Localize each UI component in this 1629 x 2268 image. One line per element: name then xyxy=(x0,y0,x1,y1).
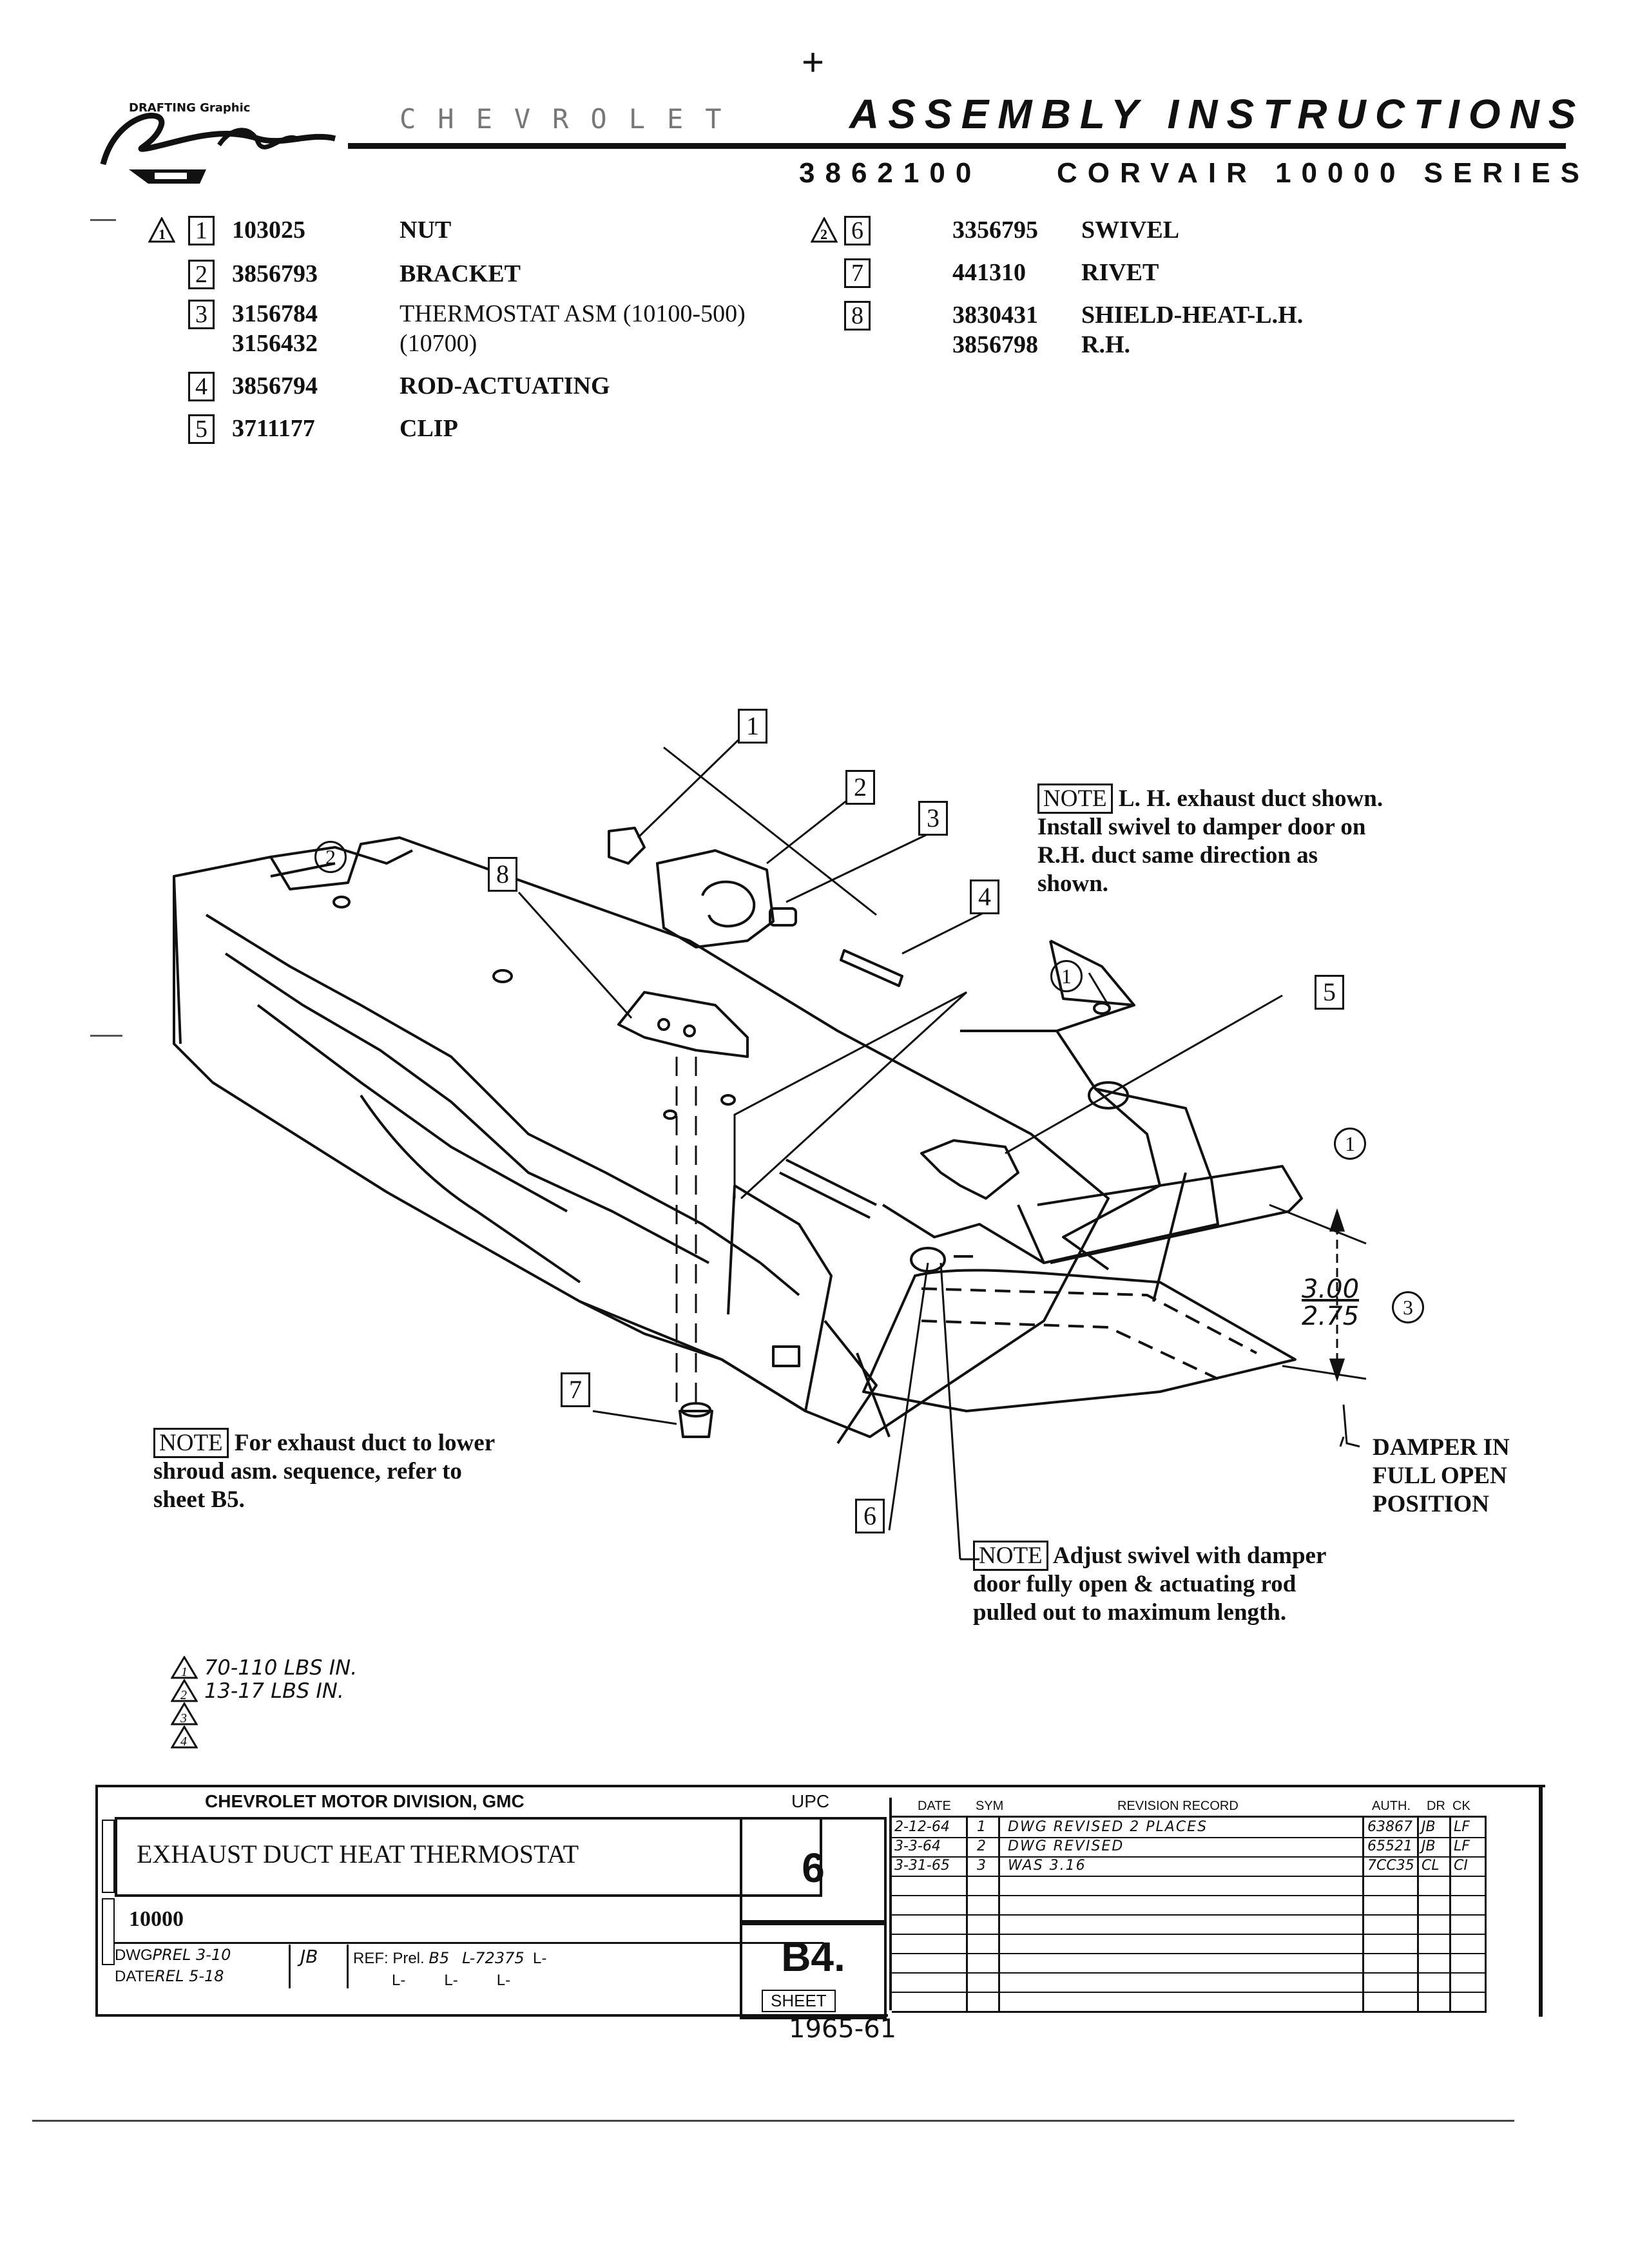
upc-label: UPC xyxy=(791,1791,830,1811)
svg-text:3: 3 xyxy=(180,1711,187,1725)
title-strip xyxy=(102,1820,115,1893)
part-callout-number: 4 xyxy=(188,372,215,401)
part-number-cell: 3356795 xyxy=(952,216,1038,244)
part-description: SHIELD-HEAT-L.H. xyxy=(1081,302,1304,329)
warning-flag-icon: 1 xyxy=(171,1656,198,1679)
note-label: NOTE xyxy=(153,1428,229,1458)
svg-text:1: 1 xyxy=(181,1665,188,1679)
page-title: ASSEMBLY INSTRUCTIONS xyxy=(849,91,1585,137)
part-description: R.H. xyxy=(1081,331,1130,358)
svg-text:1: 1 xyxy=(159,226,166,242)
faint-letterhead: CHEVROLET xyxy=(400,103,744,135)
note-bottom: NOTE Adjust swivel with damper door full… xyxy=(973,1541,1326,1627)
note-label: NOTE xyxy=(1037,783,1113,814)
callout-box-7: 7 xyxy=(561,1372,590,1407)
callout-box-8: 8 xyxy=(488,857,517,892)
part-description: THERMOSTAT ASM (10100-500) xyxy=(400,300,746,327)
series-label: CORVAIR 10000 SERIES xyxy=(1057,157,1590,189)
part-description: NUT xyxy=(400,216,452,244)
header-rule xyxy=(348,143,1566,149)
note-damper: DAMPER IN FULL OPEN POSITION xyxy=(1373,1434,1510,1517)
part-callout-number: 5 xyxy=(188,414,215,444)
model-number: 10000 xyxy=(129,1907,184,1931)
circle-callout: 1 xyxy=(1050,960,1083,992)
revision-record: DATE SYM REVISION RECORD AUTH. DR CK xyxy=(889,1798,1536,2013)
part-callout-number: 1 xyxy=(188,216,215,245)
upc-box: 6 xyxy=(740,1817,887,1925)
dimension-upper: 3.00 xyxy=(1302,1274,1360,1304)
logo-small-text: DRAFTING Graphic xyxy=(129,101,250,115)
part-number-cell: 103025 xyxy=(232,216,305,244)
part-description: BRACKET xyxy=(400,260,521,287)
drafter-initials: JB xyxy=(300,1946,318,1967)
part-number-cell: 3711177 xyxy=(232,415,315,442)
dwg-info: DWGPREL 3-10 DATEREL 5-18 xyxy=(115,1946,231,1985)
graphic-logo: DRAFTING Graphic xyxy=(90,87,361,197)
part-number-cell: 3156432 xyxy=(232,330,318,357)
callout-box-3: 3 xyxy=(918,801,948,836)
margin-mark xyxy=(90,219,116,221)
part-callout-number: 8 xyxy=(844,301,871,331)
part-description: SWIVEL xyxy=(1081,216,1180,244)
note-left: NOTE For exhaust duct to lower shroud as… xyxy=(153,1428,495,1514)
svg-text:4: 4 xyxy=(180,1735,187,1749)
callout-box-1: 1 xyxy=(738,709,767,744)
callout-box-6: 6 xyxy=(855,1499,885,1533)
part-description: ROD-ACTUATING xyxy=(400,372,610,399)
part-number-cell: 3856794 xyxy=(232,372,318,399)
circle-callout: 1 xyxy=(1334,1128,1366,1160)
division-label: CHEVROLET MOTOR DIVISION, GMC xyxy=(205,1791,525,1811)
part-number-cell: 3856793 xyxy=(232,260,318,287)
part-number-cell: 3830431 xyxy=(952,302,1038,329)
sheet-label: SHEET xyxy=(762,1990,836,2012)
part-description: (10700) xyxy=(400,330,477,357)
model-strip xyxy=(102,1898,115,1965)
warning-flag-icon: 1 xyxy=(148,217,175,243)
callout-box-2: 2 xyxy=(845,770,875,805)
part-description: CLIP xyxy=(400,415,458,442)
sheet-box: B4. SHEET xyxy=(740,1920,887,2019)
title-box: EXHAUST DUCT HEAT THERMOSTAT xyxy=(115,1817,822,1897)
part-callout-number: 2 xyxy=(188,260,215,289)
part-callout-number: 3 xyxy=(188,300,215,329)
sheet-number: B4. xyxy=(781,1934,845,1980)
callout-box-4: 4 xyxy=(970,879,999,914)
registration-mark: + xyxy=(802,41,825,84)
warning-flag-icon: 3 xyxy=(171,1702,198,1725)
part-number-cell: 3856798 xyxy=(952,331,1038,358)
part-callout-number: 6 xyxy=(844,216,871,245)
reference: REF: Prel. B5 L-72375 L- L- L- L- xyxy=(353,1949,547,1989)
part-description: RIVET xyxy=(1081,259,1159,286)
warning-flag-icon: 2 xyxy=(811,217,838,243)
page-footer-number: 1965-61 xyxy=(789,2014,897,2044)
drawing-title: EXHAUST DUCT HEAT THERMOSTAT xyxy=(137,1840,579,1869)
upc-value: 6 xyxy=(802,1845,825,1891)
warning-flag-icon: 2 xyxy=(171,1679,198,1702)
part-number-cell: 441310 xyxy=(952,259,1026,286)
title-block: CHEVROLET MOTOR DIVISION, GMC UPC EXHAUS… xyxy=(95,1785,1545,2019)
margin-mark xyxy=(90,1035,122,1037)
bottom-rule xyxy=(32,2120,1514,2122)
circle-callout: 2 xyxy=(314,841,347,873)
note-label: NOTE xyxy=(973,1541,1048,1571)
callout-box-5: 5 xyxy=(1315,975,1344,1010)
torque-specs: 1 70-110 LBS IN. 2 13-17 LBS IN. 3 4 xyxy=(171,1656,357,1749)
dimension-circle: 3 xyxy=(1392,1291,1424,1323)
svg-text:2: 2 xyxy=(180,1688,187,1702)
dimension-lower: 2.75 xyxy=(1302,1302,1360,1331)
warning-flag-icon: 4 xyxy=(171,1725,198,1749)
note-top: NOTE L. H. exhaust duct shown. Install s… xyxy=(1037,783,1383,898)
part-number-cell: 3156784 xyxy=(232,300,318,327)
part-callout-number: 7 xyxy=(844,258,871,288)
svg-text:2: 2 xyxy=(820,226,827,242)
part-number: 3862100 xyxy=(799,157,982,189)
